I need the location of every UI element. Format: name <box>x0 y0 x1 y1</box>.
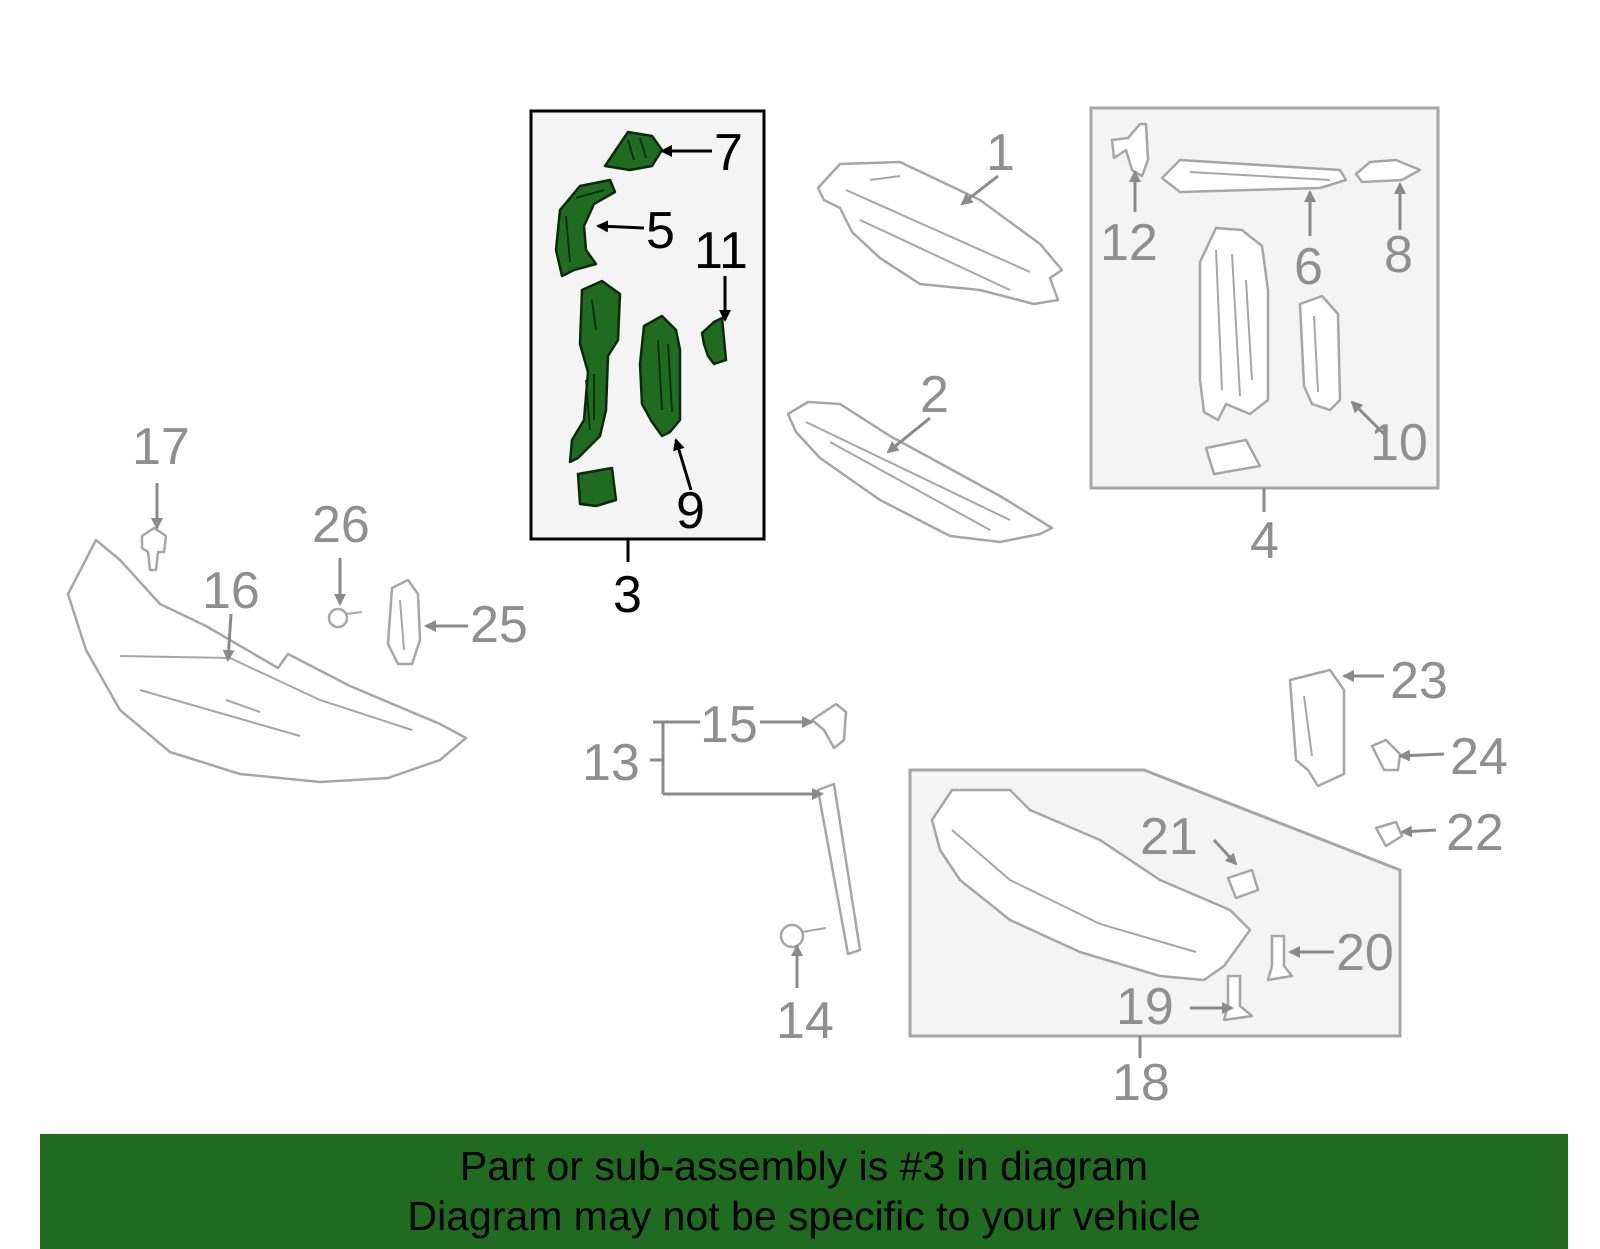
part-25-bracket[interactable] <box>386 578 422 666</box>
part-5-panel[interactable] <box>554 178 617 278</box>
part-20-bolt[interactable] <box>1266 934 1294 982</box>
part-21-clip[interactable] <box>1226 868 1260 900</box>
label-6: 6 <box>1294 238 1323 296</box>
part-11-clip[interactable] <box>700 316 728 366</box>
part-17-clip[interactable] <box>140 526 168 572</box>
label-17: 17 <box>132 418 190 476</box>
label-24: 24 <box>1450 728 1508 786</box>
leader-lines <box>151 145 1445 1014</box>
callout-labels: 1 2 3 4 5 6 7 8 9 10 11 12 13 14 15 16 1… <box>132 124 1508 1112</box>
part-10-panel[interactable] <box>1298 294 1342 412</box>
label-3[interactable]: 3 <box>613 566 642 624</box>
label-2: 2 <box>920 366 949 424</box>
label-16: 16 <box>202 562 260 620</box>
part-1-upper-tie-bar[interactable] <box>816 160 1064 306</box>
part-12-bracket[interactable] <box>1110 122 1150 178</box>
part-22-clip[interactable] <box>1374 820 1404 848</box>
part-18-deflector[interactable] <box>930 788 1252 982</box>
part-15-bracket[interactable] <box>810 702 848 750</box>
part-4-side-panel[interactable] <box>1198 226 1270 422</box>
label-5: 5 <box>646 202 675 260</box>
label-4: 4 <box>1250 512 1279 570</box>
label-8: 8 <box>1384 226 1413 284</box>
label-22: 22 <box>1446 804 1504 862</box>
label-23: 23 <box>1390 652 1448 710</box>
part-16-under-cover[interactable] <box>66 538 468 784</box>
part-8-bracket[interactable] <box>1354 158 1422 184</box>
part-6-upper-support[interactable] <box>1160 158 1348 194</box>
label-9: 9 <box>676 482 705 540</box>
label-13: 13 <box>582 734 640 792</box>
label-7: 7 <box>714 124 743 182</box>
part-14-bolt[interactable] <box>779 923 827 949</box>
label-25: 25 <box>470 596 528 654</box>
label-26: 26 <box>312 496 370 554</box>
part-9-bracket[interactable] <box>638 314 682 438</box>
label-15: 15 <box>700 696 758 754</box>
label-12: 12 <box>1100 214 1158 272</box>
part-26-bolt[interactable] <box>327 607 363 629</box>
label-14: 14 <box>776 992 834 1050</box>
label-21: 21 <box>1140 808 1198 866</box>
label-11: 11 <box>694 222 748 280</box>
banner-line-part: Part or sub-assembly is #3 in diagram <box>459 1143 1149 1189</box>
part-3-radiator-support-side[interactable] <box>568 279 622 508</box>
label-19: 19 <box>1116 978 1174 1036</box>
part-4-bracket-lower[interactable] <box>1204 438 1262 476</box>
part-2-lower-tie-bar[interactable] <box>786 400 1054 544</box>
part-24-clip[interactable] <box>1370 738 1402 772</box>
label-1: 1 <box>986 124 1015 182</box>
banner-line-disclaimer: Diagram may not be specific to your vehi… <box>407 1193 1201 1239</box>
label-20: 20 <box>1336 924 1394 982</box>
part-23-bracket[interactable] <box>1288 668 1346 788</box>
label-18: 18 <box>1112 1054 1170 1112</box>
info-banner: Part or sub-assembly is #3 in diagram Di… <box>40 1134 1568 1249</box>
label-10: 10 <box>1370 414 1428 472</box>
part-13-rod[interactable] <box>816 782 862 956</box>
